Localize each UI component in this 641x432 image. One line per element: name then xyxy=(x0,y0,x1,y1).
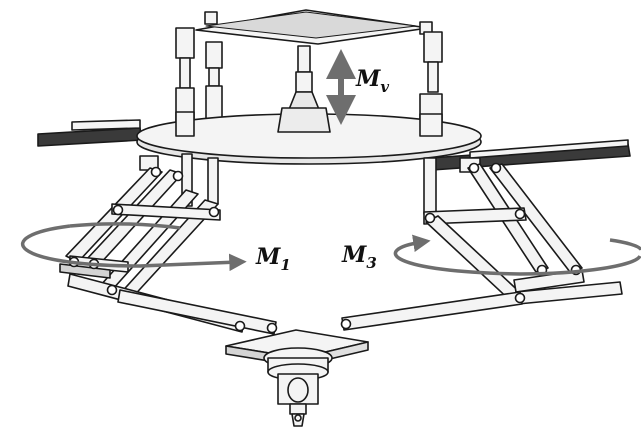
label-m3-sub: 3 xyxy=(366,254,376,272)
label-mv: Mv xyxy=(355,66,389,96)
top-frame xyxy=(175,9,443,139)
rotation-arrow-m3 xyxy=(393,234,641,276)
label-mv-sub: v xyxy=(380,78,389,96)
label-m1-sub: 1 xyxy=(280,256,290,274)
right-leg-linkage xyxy=(341,157,623,331)
label-m3: M3 xyxy=(341,242,377,272)
joint-pins xyxy=(68,162,582,334)
left-leg-linkage xyxy=(59,153,277,335)
rotation-arrow-m1 xyxy=(20,222,247,272)
label-m1: M1 xyxy=(255,244,291,274)
left-rail xyxy=(37,119,143,147)
base-disk xyxy=(136,107,482,165)
end-effector xyxy=(225,329,369,427)
